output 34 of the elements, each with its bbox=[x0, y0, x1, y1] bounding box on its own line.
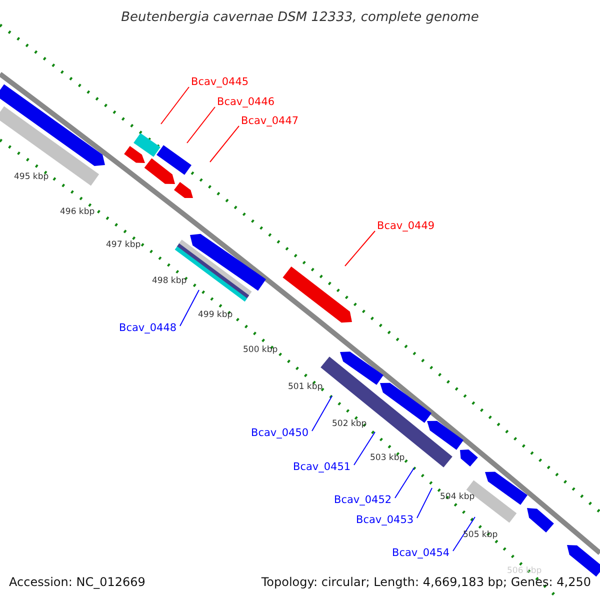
position-label: 499 kbp bbox=[198, 310, 233, 320]
gene-label: Bcav_0445 bbox=[191, 76, 249, 89]
leader-line bbox=[354, 432, 376, 466]
position-label: 501 kbp bbox=[288, 382, 323, 392]
gene-label: Bcav_0450 bbox=[251, 427, 309, 440]
gene-label: Bcav_0451 bbox=[293, 461, 351, 474]
leader-line bbox=[160, 86, 190, 124]
position-label: 500 kbp bbox=[243, 345, 278, 355]
leader-line bbox=[210, 126, 240, 162]
gene-label: Bcav_0454 bbox=[392, 547, 450, 560]
position-label: 498 kbp bbox=[152, 276, 187, 286]
accession-text: Accession: NC_012669 bbox=[9, 575, 146, 589]
position-label: 496 kbp bbox=[60, 207, 95, 217]
gene-label: Bcav_0446 bbox=[217, 96, 275, 109]
position-label: 503 kbp bbox=[370, 453, 405, 463]
leader-line bbox=[416, 488, 432, 518]
leader-line bbox=[180, 290, 200, 326]
leader-line bbox=[312, 396, 332, 432]
leader-line bbox=[186, 106, 216, 144]
leader-line bbox=[344, 230, 376, 266]
position-label: 497 kbp bbox=[106, 240, 141, 250]
leader-line bbox=[394, 468, 414, 498]
gene-label: Bcav_0452 bbox=[334, 494, 392, 507]
genome-summary-text: Topology: circular; Length: 4,669,183 bp; Genes: 4,250 bbox=[261, 575, 591, 589]
gene-label: Bcav_0448 bbox=[119, 322, 177, 335]
gene-label: Bcav_0447 bbox=[241, 115, 299, 128]
position-label: 505 kbp bbox=[463, 530, 498, 540]
position-label: 495 kbp bbox=[14, 172, 49, 182]
position-label: 502 kbp bbox=[332, 419, 367, 429]
map-title: Beutenbergia cavernae DSM 12333, complete genome bbox=[120, 10, 480, 25]
leader-line bbox=[452, 516, 476, 552]
gene-label: Bcav_0449 bbox=[377, 220, 435, 233]
position-label: 504 kbp bbox=[440, 492, 475, 502]
gene-label: Bcav_0453 bbox=[356, 514, 414, 527]
